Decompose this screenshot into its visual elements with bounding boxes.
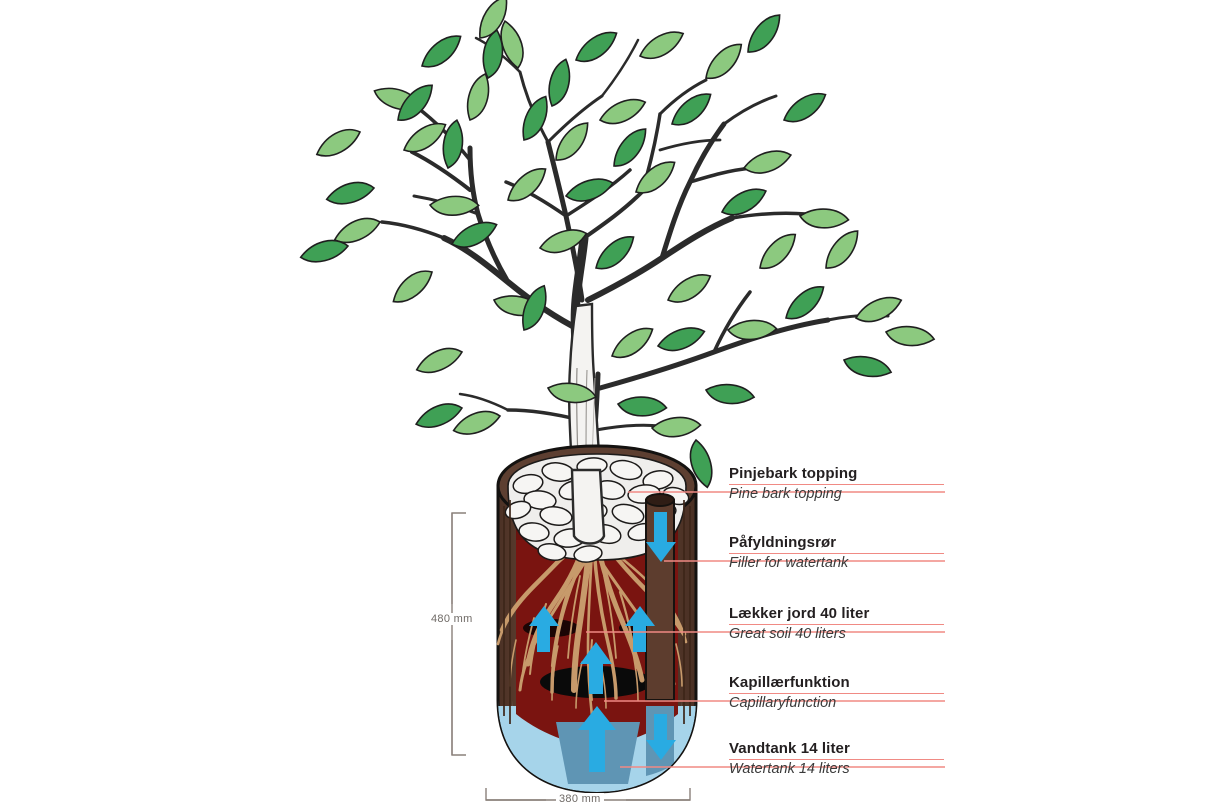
callout-english-label: Pine bark topping: [729, 486, 842, 502]
leader-lines: [586, 491, 945, 768]
callout-underline: [729, 484, 944, 485]
callout-english-label: Watertank 14 liters: [729, 761, 850, 777]
callout-underline: [729, 759, 944, 760]
callout-underline: [729, 624, 944, 625]
dimension-lines: [451, 512, 691, 801]
callout-underline: [729, 693, 944, 694]
flow-arrows: [529, 512, 676, 772]
callout-underline: [729, 553, 944, 554]
callout-great-soil: Lækker jord 40 liter Great soil 40 liter…: [729, 605, 944, 643]
arrow-up-capillary: [580, 642, 612, 694]
callout-english-label: Capillaryfunction: [729, 695, 837, 711]
callout-danish-label: Påfyldningsrør: [729, 534, 837, 551]
tree-branches: [380, 36, 890, 475]
callout-pine-bark-topping: Pinjebark topping Pine bark topping: [729, 465, 944, 503]
arrow-down-filler-top: [646, 512, 676, 562]
callout-danish-label: Vandtank 14 liter: [729, 740, 850, 757]
callout-danish-label: Kapillærfunktion: [729, 674, 850, 691]
callout-english-label: Great soil 40 liters: [729, 626, 846, 642]
tree-leaves: [299, 0, 936, 489]
arrow-up-soil-right: [625, 606, 655, 652]
arrow-up-watertank: [578, 706, 616, 772]
pot-wall-grain: [503, 500, 691, 724]
callout-capillary-function: Kapillærfunktion Capillaryfunction: [729, 674, 944, 712]
arrow-up-soil-left: [529, 606, 559, 652]
callout-english-label: Filler for watertank: [729, 555, 849, 571]
callout-watertank: Vandtank 14 liter Watertank 14 liters: [729, 740, 944, 778]
dimension-height-label: 480 mm: [428, 613, 476, 625]
arrow-down-filler-bottom: [646, 714, 676, 760]
trunk-base: [570, 468, 606, 545]
callout-danish-label: Lækker jord 40 liter: [729, 605, 870, 622]
dimension-width-label: 380 mm: [556, 793, 604, 805]
callout-danish-label: Pinjebark topping: [729, 465, 858, 482]
callout-filler-for-watertank: Påfyldningsrør Filler for watertank: [729, 534, 944, 572]
